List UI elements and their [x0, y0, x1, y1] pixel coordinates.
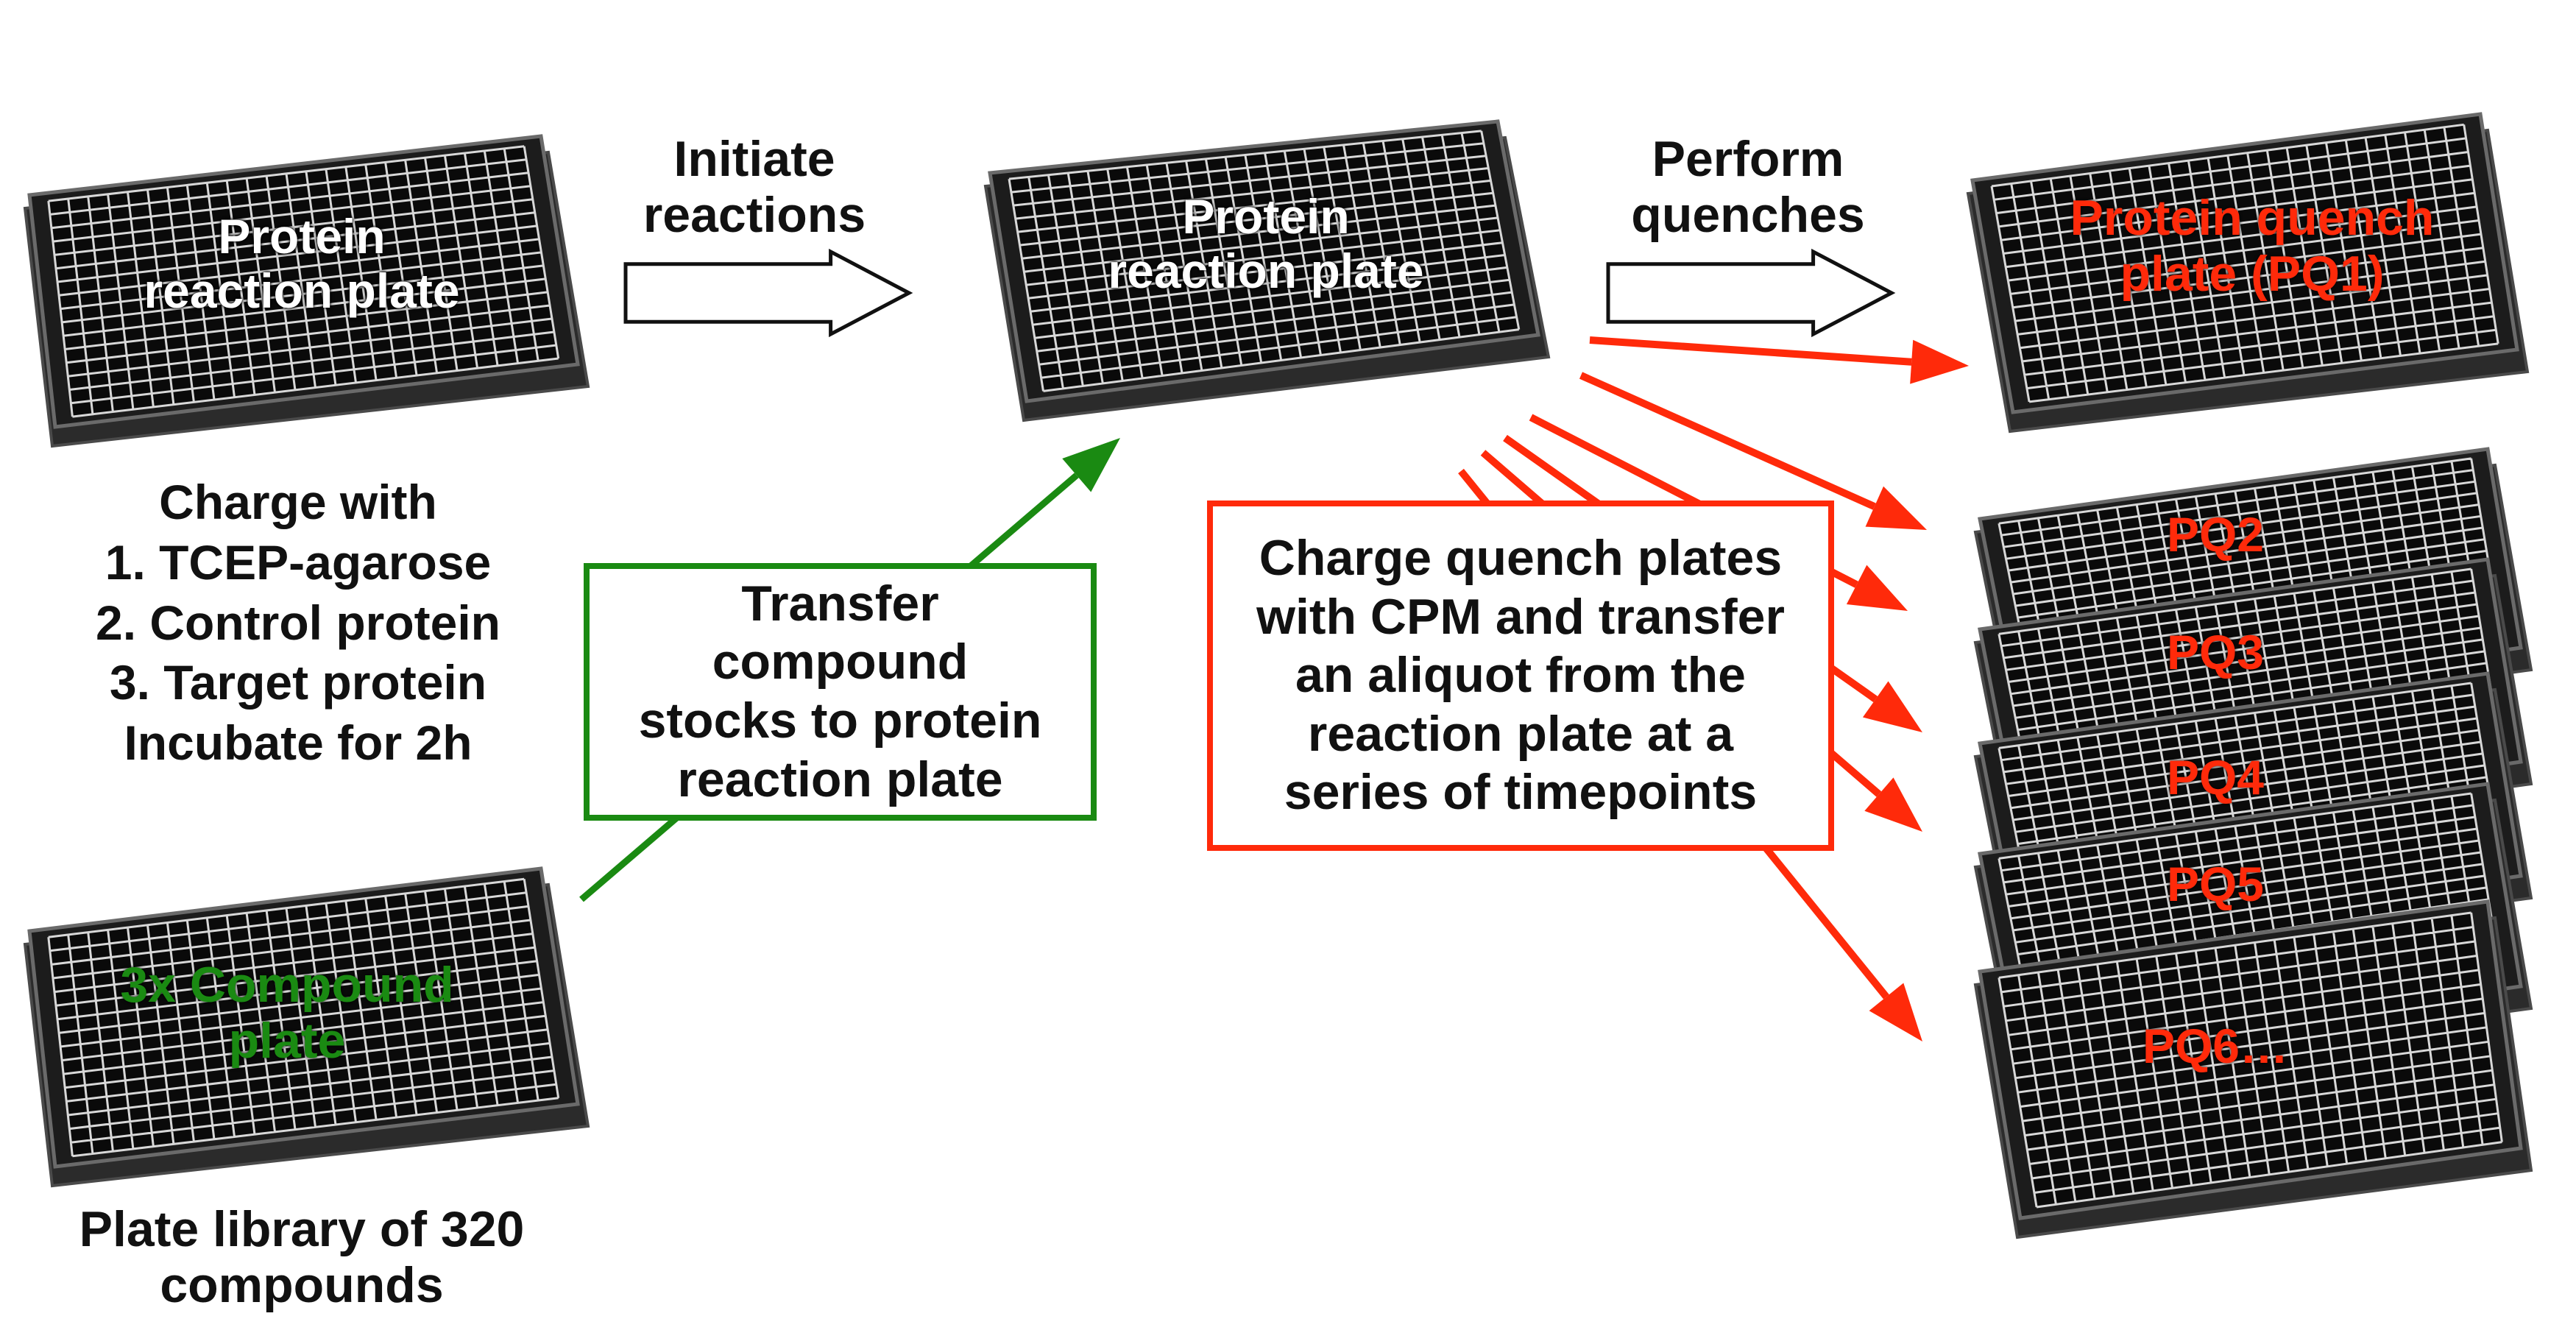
quench-arrow-pq2: [1579, 372, 1927, 530]
perform-quenches-label: Perform quenches: [1582, 131, 1914, 243]
quench-plate-1-label-line2: plate (PQ1): [2120, 246, 2385, 303]
quench-stack-label-pq2: PQ2: [2166, 507, 2265, 562]
quench-box-line3: an aliquot from the: [1295, 647, 1746, 704]
quench-box-line2: with CPM and transfer: [1256, 588, 1785, 645]
compound-plate-label-line2: plate: [228, 1013, 346, 1069]
reaction-plate-initial: [23, 134, 590, 448]
quench-stack-label-pq3: PQ3: [2166, 625, 2265, 679]
transfer-line4: reaction plate: [677, 751, 1003, 807]
compound-plate-label: 3x Compound plate: [81, 957, 493, 1069]
transfer-compound-box: Transfer compound stocks to protein reac…: [584, 563, 1097, 821]
compound-plate-wells: [47, 877, 560, 1158]
library-line2: compounds: [160, 1257, 444, 1314]
quench-box-line4: reaction plate at a: [1307, 705, 1734, 762]
compound-plate-label-line1: 3x Compound: [120, 957, 454, 1013]
reaction-plate-active-wells: [1008, 130, 1521, 392]
charge-list-item-3: 3. Target protein: [109, 655, 487, 710]
quench-plate-pq6: [1973, 899, 2533, 1239]
initiate-arrow: [623, 248, 913, 338]
charge-list-heading: Charge with: [159, 475, 437, 529]
reaction-plate-initial-label: Protein reaction plate: [96, 209, 508, 319]
charge-quench-box: Charge quench plates with CPM and transf…: [1207, 501, 1834, 851]
quench-plate-1-label-line1: Protein quench: [2070, 190, 2435, 246]
quench-arrow: [1606, 248, 1896, 338]
reaction-plate-initial-label-line1: Protein: [218, 209, 386, 264]
reaction-plate-active-label-line2: reaction plate: [1108, 243, 1424, 298]
library-line1: Plate library of 320: [79, 1201, 525, 1257]
quench-stack-label-pq6: PQ6…: [2142, 1019, 2289, 1073]
library-caption: Plate library of 320 compounds: [22, 1201, 581, 1313]
initiate-line1: Initiate: [673, 131, 835, 187]
transfer-line1: Transfer: [741, 575, 939, 632]
perform-line2: quenches: [1631, 187, 1865, 244]
quench-box-text: Charge quench plates with CPM and transf…: [1256, 529, 1785, 822]
reaction-plate-active: [983, 119, 1551, 422]
quench-arrow-pq1: [1589, 336, 1969, 384]
charge-list-footer: Incubate for 2h: [124, 715, 473, 771]
transfer-box-text: Transfer compound stocks to protein reac…: [639, 575, 1042, 809]
reaction-plate-initial-label-line2: reaction plate: [144, 263, 460, 318]
initiate-reactions-label: Initiate reactions: [596, 131, 913, 243]
charge-list: Charge with 1. TCEP-agarose 2. Control p…: [44, 473, 552, 774]
reaction-plate-initial-wells: [47, 145, 560, 418]
quench-plate-1-label: Protein quench plate (PQ1): [2031, 190, 2473, 302]
transfer-line2: compound: [712, 634, 969, 690]
compound-plate: [23, 866, 590, 1188]
charge-list-item-1: 1. TCEP-agarose: [105, 534, 492, 590]
quench-stack-label-pq5: PQ5: [2166, 857, 2265, 911]
reaction-plate-active-label: Protein reaction plate: [1060, 189, 1472, 299]
quench-box-line1: Charge quench plates: [1259, 530, 1783, 587]
transfer-line3: stocks to protein: [638, 693, 1042, 749]
perform-line1: Perform: [1652, 131, 1844, 187]
charge-list-item-2: 2. Control protein: [96, 595, 500, 650]
quench-stack-label-pq4: PQ4: [2166, 750, 2265, 804]
quench-plate-1: [1966, 112, 2530, 434]
reaction-plate-active-label-line1: Protein: [1182, 189, 1350, 244]
initiate-line2: reactions: [643, 187, 866, 244]
quench-box-line5: series of timepoints: [1284, 764, 1758, 821]
quench-plate-1-wells: [1990, 123, 2499, 403]
quench-plate-pq6-wells: [1998, 911, 2503, 1209]
